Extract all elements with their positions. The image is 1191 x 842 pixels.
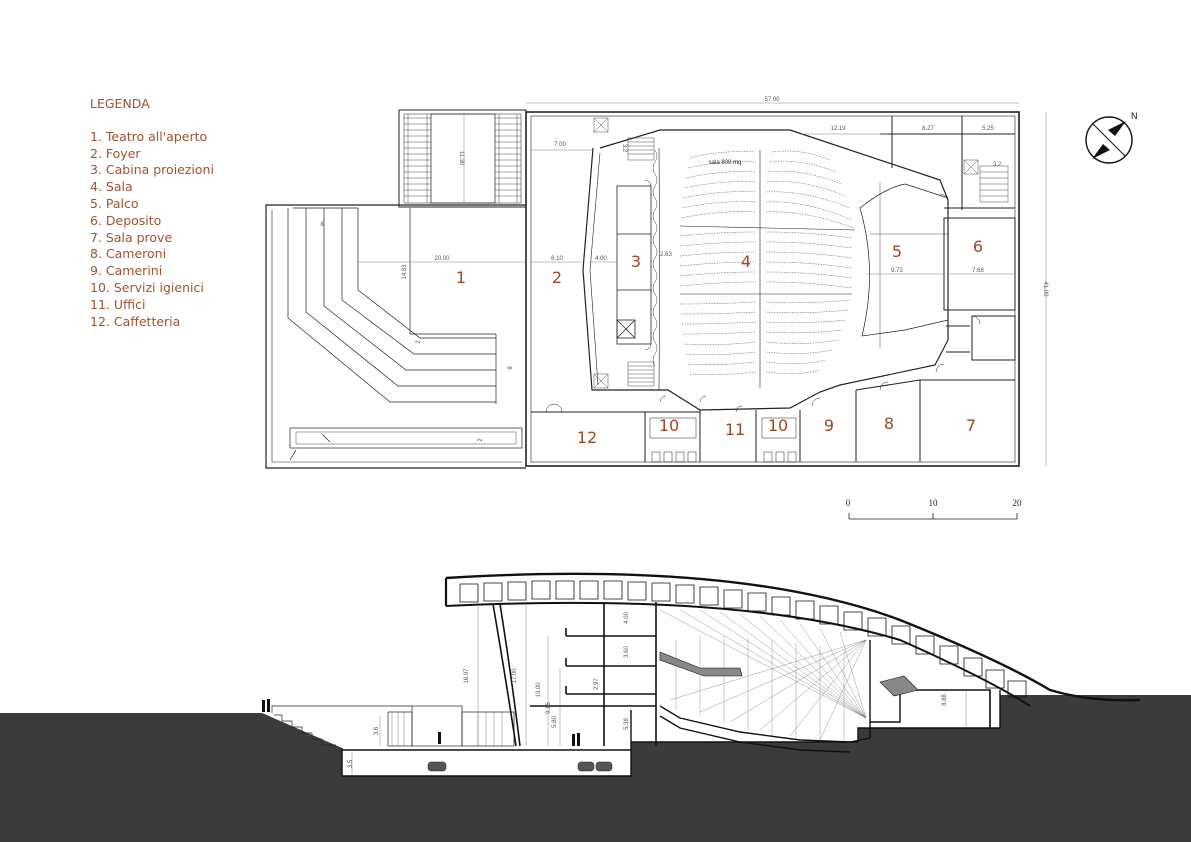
service-rooms	[799, 116, 1016, 462]
room-label-10a: 10	[659, 416, 679, 435]
legend-item-9: 9. Camerini	[90, 263, 163, 279]
room-label-10b: 10	[768, 416, 788, 435]
stage	[859, 182, 949, 348]
room-label-6: 6	[973, 237, 983, 256]
section-balcony	[659, 651, 919, 697]
dim-3-2-b: 3.2	[993, 162, 1002, 168]
section-people	[262, 699, 580, 746]
section-dimension-lines	[351, 604, 967, 776]
room-label-1: 1	[456, 268, 466, 287]
terrace-outline	[265, 204, 526, 469]
building-outline	[525, 111, 1020, 467]
scale-label-20: 20	[1013, 498, 1023, 508]
dim-2-b: 2	[478, 438, 484, 442]
dim-12-19: 12.19	[830, 126, 846, 132]
legend-item-3: 3. Cabina proiezioni	[90, 162, 214, 178]
dim-4-00-sec: 4.00	[624, 612, 630, 624]
section-roof	[444, 572, 1141, 707]
legend-item-8: 8. Cameroni	[90, 246, 167, 262]
dim-5-38: 5.38	[624, 718, 630, 730]
dim-13-00: 13.00	[536, 682, 542, 698]
dim-17-00: 17.00	[512, 668, 518, 684]
dim-3-2-a: 3.2	[621, 144, 627, 153]
room-label-7: 7	[966, 416, 976, 435]
dim-2-97: 2.97	[594, 678, 600, 690]
projection-cabin	[616, 185, 652, 345]
dim-5-25: 5.25	[982, 126, 994, 132]
scale-bar: 0 10 20	[846, 498, 1023, 520]
dim-16-97: 16.97	[464, 668, 470, 684]
cross-section: 16.97 17.00 13.00 9.15 5.80 4.00 3.60 2.…	[0, 572, 1191, 842]
room-label-11: 11	[725, 420, 745, 439]
section-front-wall	[492, 603, 521, 747]
section-dimension-texts: 16.97 17.00 13.00 9.15 5.80 4.00 3.60 2.…	[348, 612, 948, 769]
terrace-inner	[271, 210, 522, 463]
scale-label-10: 10	[929, 498, 939, 508]
dim-2-63: 2.63	[660, 252, 672, 258]
legend: LEGENDA 1. Teatro all'aperto 2. Foyer 3.…	[90, 96, 214, 330]
room-label-4: 4	[741, 252, 751, 271]
north-arrow-icon: N	[1085, 111, 1138, 164]
hall-area-label: sala 800 mq	[709, 160, 742, 166]
building-inner-outline	[530, 115, 1016, 463]
legend-item-10: 10. Servizi igienici	[90, 279, 204, 295]
legend-title: LEGENDA	[90, 96, 150, 111]
dim-2-a: 2	[416, 340, 422, 344]
dim-7-00: 7.00	[554, 142, 566, 148]
room-label-8: 8	[884, 414, 894, 433]
dim-total-depth: 41.00	[1042, 281, 1048, 297]
dim-7-68: 7.68	[972, 268, 984, 274]
dim-11-30: 11.30	[458, 151, 464, 166]
ground-mass	[0, 695, 1191, 842]
dim-3-60: 3.60	[624, 646, 630, 658]
dim-4-00: 4.00	[595, 256, 607, 262]
plan-dimension-texts: 57.00 41.00 12.19 8.27 5.25 7.00 3.2 3.2…	[320, 97, 1048, 442]
legend-item-7: 7. Sala prove	[90, 229, 173, 245]
legend-item-6: 6. Deposito	[90, 212, 162, 228]
legend-item-1: 1. Teatro all'aperto	[90, 128, 208, 144]
foyer-stairs	[593, 117, 1009, 389]
dim-20-00: 20.00	[434, 256, 450, 262]
north-label: N	[1131, 111, 1138, 121]
legend-item-12: 12. Caffetteria	[90, 313, 181, 329]
section-auditorium	[659, 640, 991, 753]
dimension-lines	[358, 102, 1047, 466]
section-floors	[530, 602, 657, 746]
dim-3-5: 3.5	[348, 759, 354, 768]
legend-item-11: 11. Uffici	[90, 296, 146, 312]
scale-label-0: 0	[846, 498, 851, 508]
dim-5-80: 5.80	[552, 716, 558, 728]
dim-8-a: 8	[320, 222, 324, 228]
seating-aisles	[679, 150, 856, 388]
dim-total-width: 57.00	[764, 97, 780, 103]
dim-3-6: 3.6	[374, 726, 380, 735]
open-air-terraces	[287, 207, 523, 461]
seating-rows	[679, 150, 855, 375]
room-label-12: 12	[577, 428, 597, 447]
hall-walls	[582, 129, 949, 411]
dim-6-10: 6.10	[551, 256, 563, 262]
legend-item-4: 4. Sala	[90, 179, 133, 195]
room-label-2: 2	[552, 268, 562, 287]
legend-item-2: 2. Foyer	[90, 145, 141, 161]
entrance-stairs	[398, 109, 527, 208]
dim-9-72: 9.72	[891, 268, 903, 274]
bottom-rooms	[531, 410, 797, 463]
dim-8-27: 8.27	[922, 126, 934, 132]
dim-8-88: 8.88	[942, 694, 948, 706]
floor-plan: 1 2 3 4 5 6 7 8 9 10 11 10 12 sala 800 m…	[265, 97, 1048, 469]
door-swings	[545, 179, 981, 413]
room-label-5: 5	[892, 242, 902, 261]
room-label-9: 9	[824, 416, 834, 435]
dim-9-15: 9.15	[546, 702, 552, 714]
section-cars	[427, 761, 613, 772]
room-label-3: 3	[631, 252, 641, 271]
legend-item-5: 5. Palco	[90, 195, 139, 211]
section-sightlines	[659, 609, 867, 742]
dim-8-b: 8	[508, 366, 514, 370]
dim-14-83: 14.83	[402, 264, 408, 280]
room-labels: 1 2 3 4 5 6 7 8 9 10 11 10 12 sala 800 m…	[456, 160, 983, 447]
